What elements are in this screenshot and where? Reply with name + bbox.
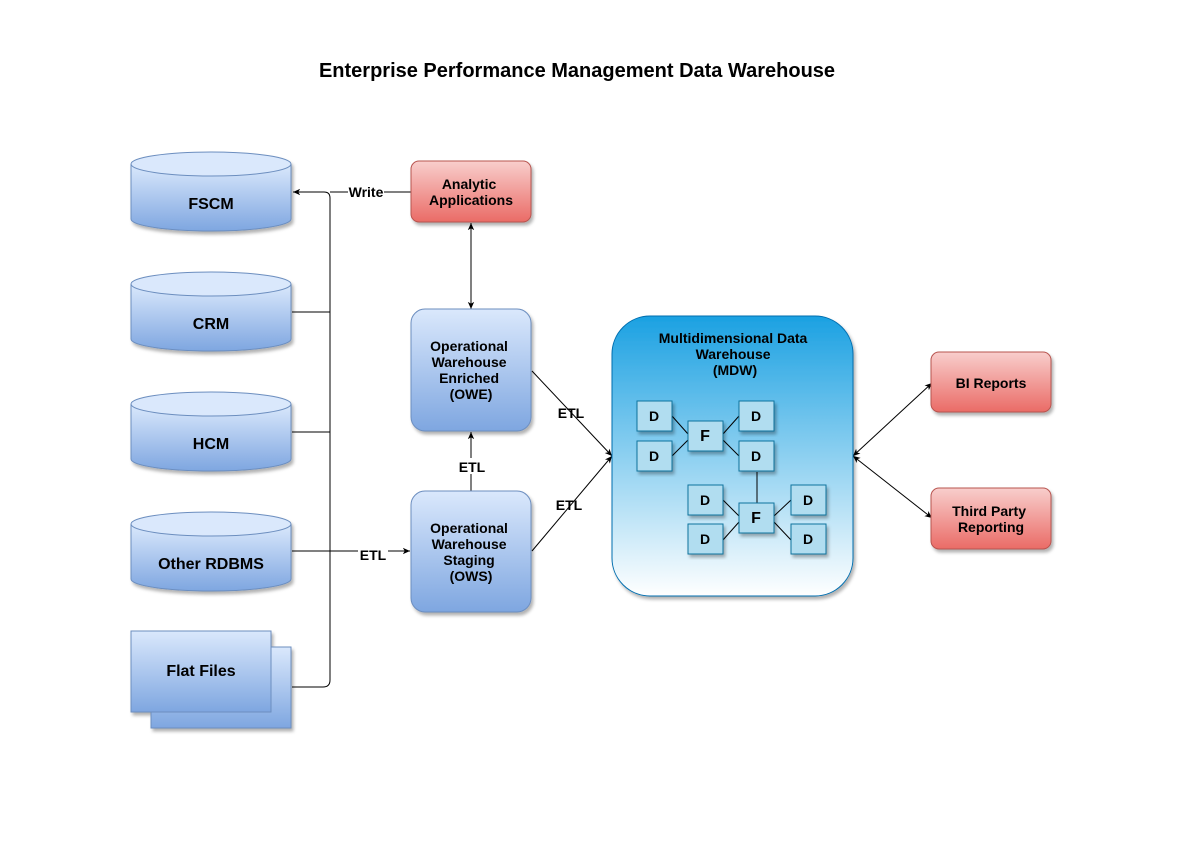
- dimension-label: D: [649, 448, 659, 464]
- fact-label: F: [700, 428, 710, 445]
- fact-label: F: [751, 510, 761, 527]
- dimension-label: D: [751, 408, 761, 424]
- dimension-table[interactable]: [636, 440, 673, 472]
- etl-label-ows-mdw: ETL: [556, 497, 583, 513]
- dimension-table[interactable]: [738, 440, 775, 472]
- mdw-thirdparty-arrow: [852, 455, 933, 519]
- dimension-label: D: [803, 492, 813, 508]
- etl-label-ows-owe: ETL: [459, 459, 486, 475]
- connectors: [292, 188, 933, 688]
- database-fscm[interactable]: [130, 151, 292, 232]
- hcm-label: HCM: [193, 436, 229, 453]
- flat-files[interactable]: [130, 630, 292, 729]
- write-label: Write: [349, 184, 384, 200]
- dimension-label: D: [649, 408, 659, 424]
- bi-reports-box[interactable]: [930, 351, 1052, 413]
- diagram-title: Enterprise Performance Management Data W…: [319, 60, 835, 82]
- star-schema-2: D D F D D: [687, 484, 827, 555]
- source-bus-line: [292, 198, 331, 688]
- database-crm[interactable]: [130, 271, 292, 352]
- analytic-applications-box[interactable]: [410, 160, 532, 223]
- etl-arrow-ows-to-mdw: [531, 455, 613, 552]
- dimension-table[interactable]: [738, 400, 775, 432]
- mdw-title: Multidimensional Data Warehouse (MDW): [659, 330, 811, 378]
- dimension-label: D: [751, 448, 761, 464]
- dimension-table[interactable]: [790, 523, 827, 555]
- flat-file-front-sheet: [130, 630, 272, 713]
- ows-label: Operational Warehouse Staging (OWS): [430, 520, 512, 584]
- write-arrow: [293, 188, 331, 199]
- dimension-label: D: [700, 492, 710, 508]
- flat-files-label: Flat Files: [166, 663, 235, 680]
- database-other-rdbms[interactable]: [130, 511, 292, 592]
- dimension-table[interactable]: [687, 523, 724, 555]
- fact-table[interactable]: [687, 420, 724, 452]
- third-party-reporting-label: Third Party Reporting: [952, 503, 1030, 535]
- fact-table[interactable]: [738, 502, 775, 534]
- star-schema-1: D D F D D: [636, 400, 775, 472]
- dimension-label: D: [700, 531, 710, 547]
- edge-labels: Write ETL ETL ETL ETL: [348, 184, 585, 563]
- owe-box[interactable]: [410, 308, 532, 432]
- dimension-table[interactable]: [687, 484, 724, 516]
- dimension-label: D: [803, 531, 813, 547]
- third-party-reporting-box[interactable]: [930, 487, 1052, 550]
- ows-box[interactable]: [410, 490, 532, 613]
- dimension-table[interactable]: [790, 484, 827, 516]
- etl-label-owe-mdw: ETL: [558, 405, 585, 421]
- etl-arrow-owe-to-mdw: [531, 370, 613, 457]
- other-rdbms-label: Other RDBMS: [158, 556, 264, 573]
- star-schema-links: [671, 415, 792, 541]
- fscm-label: FSCM: [188, 196, 233, 213]
- crm-label: CRM: [193, 316, 229, 333]
- mdw-bi-arrow: [852, 382, 933, 457]
- bi-reports-label: BI Reports: [956, 375, 1027, 391]
- dimension-table[interactable]: [636, 400, 673, 432]
- analytic-applications-label: Analytic Applications: [429, 176, 513, 208]
- database-hcm[interactable]: [130, 391, 292, 472]
- etl-label-rdbms: ETL: [360, 547, 387, 563]
- owe-label: Operational Warehouse Enriched (OWE): [430, 338, 512, 402]
